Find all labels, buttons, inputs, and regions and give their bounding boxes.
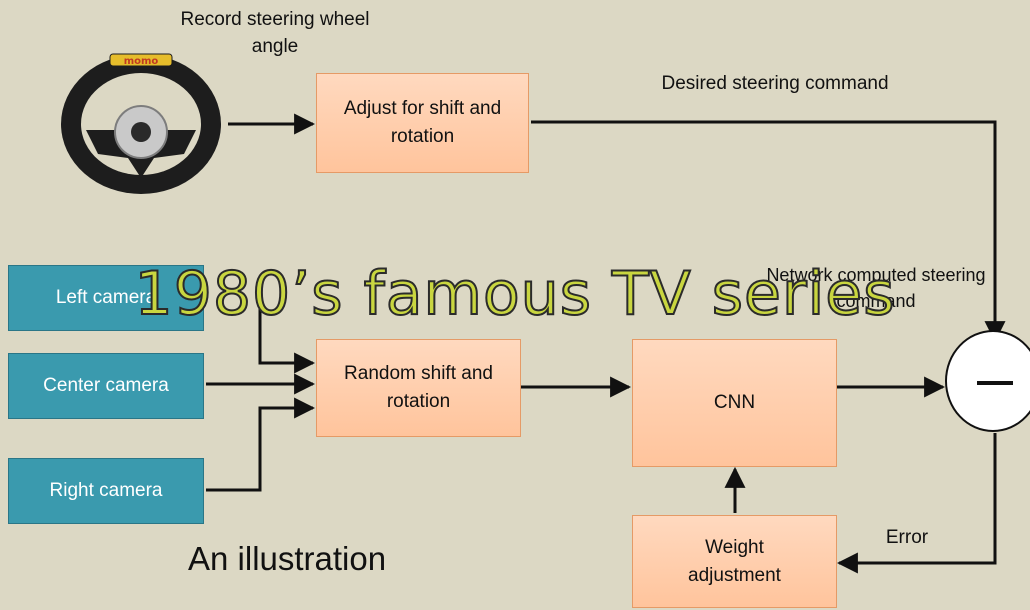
cnn-box: CNN xyxy=(632,339,837,467)
right-camera-box: Right camera xyxy=(8,458,204,524)
steering-wheel-icon: momo xyxy=(61,53,221,194)
overlay-title: 1980’s famous TV series xyxy=(134,258,896,330)
left-camera-arrow xyxy=(258,298,316,374)
adjust-box: Adjust for shift and rotation xyxy=(316,73,529,173)
error-label: Error xyxy=(885,527,929,548)
weight-adjustment-box: Weight adjustment xyxy=(632,515,837,608)
illustration-caption: An illustration xyxy=(188,540,387,577)
desired-command-label: Desired steering command xyxy=(661,73,889,94)
network-command-label: Network computed steering command xyxy=(766,265,986,311)
desired-command-arrow xyxy=(531,120,1006,343)
random-shift-box: Random shift and rotation xyxy=(316,339,521,437)
subtract-node xyxy=(945,330,1030,432)
record-label: Record steering wheel angle xyxy=(180,9,370,57)
left-camera-box: Left camera xyxy=(8,265,204,331)
center-camera-box: Center camera xyxy=(8,353,204,419)
minus-icon xyxy=(977,381,1013,385)
error-arrow xyxy=(836,433,997,574)
right-camera-arrow xyxy=(206,397,316,492)
wheel-brand-logo: momo xyxy=(124,56,159,67)
